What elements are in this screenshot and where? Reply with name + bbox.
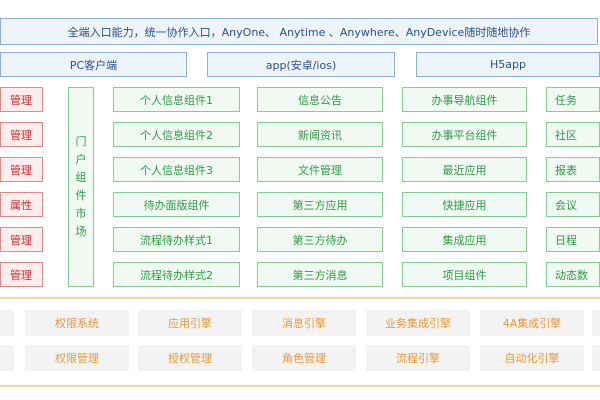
engine-box: 角色管理 [252,345,356,371]
portal-char: 门 [75,135,87,148]
component-box: 信息公告 [257,87,383,112]
engine-box: 权限管理 [25,345,129,371]
component-box: 社区 [546,122,600,147]
component-box: 日程 [546,227,600,252]
client-box: H5app [416,52,600,77]
component-box: 会议 [546,192,600,217]
orange-divider [0,385,600,387]
engine-box: 4A集成引擎 [480,310,584,336]
component-box: 办事导航组件 [402,87,527,112]
orange-divider [0,297,600,299]
left-item: 属性 [0,192,43,217]
engine-box [0,310,14,336]
component-box: 第三方消息 [257,262,383,287]
left-item: 管理 [0,227,43,252]
component-box: 第三方应用 [257,192,383,217]
component-box: 流程待办样式2 [113,262,240,287]
component-box: 新闻资讯 [257,122,383,147]
component-box: 个人信息组件3 [113,157,240,182]
component-box: 文件管理 [257,157,383,182]
client-box: PC客户端 [0,52,187,77]
portal-char: 件 [75,189,87,202]
component-box: 任务 [546,87,600,112]
component-box: 项目组件 [402,262,527,287]
portal-char: 市 [75,207,87,220]
engine-box: 业务集成引擎 [366,310,470,336]
left-item: 管理 [0,122,43,147]
component-box: 流程待办样式1 [113,227,240,252]
left-item: 管理 [0,157,43,182]
component-box: 个人信息组件2 [113,122,240,147]
engine-box: 消息引擎 [252,310,356,336]
engine-box: 应用引擎 [138,310,242,336]
engine-box [592,310,600,336]
engine-box [592,345,600,371]
engine-box: 流程引擎 [366,345,470,371]
component-box: 待办面版组件 [113,192,240,217]
component-box: 集成应用 [402,227,527,252]
component-box: 第三方待办 [257,227,383,252]
engine-box [0,345,14,371]
component-box: 报表 [546,157,600,182]
engine-box: 自动化引擎 [480,345,584,371]
left-item: 管理 [0,87,43,112]
component-box: 最近应用 [402,157,527,182]
engine-box: 权限系统 [25,310,129,336]
component-box: 个人信息组件1 [113,87,240,112]
client-box: app(安卓/ios) [207,52,395,77]
banner: 全端入口能力，统一协作入口，AnyOne、 Anytime 、Anywhere、… [0,18,598,45]
portal-char: 户 [75,153,87,166]
left-item: 管理 [0,262,43,287]
component-box: 办事平台组件 [402,122,527,147]
component-box: 快捷应用 [402,192,527,217]
component-box: 动态数 [546,262,600,287]
portal-char: 组 [75,171,87,184]
engine-box: 授权管理 [138,345,242,371]
portal-char: 场 [75,225,87,238]
portal-component-market: 门户组件市场 [68,87,94,287]
